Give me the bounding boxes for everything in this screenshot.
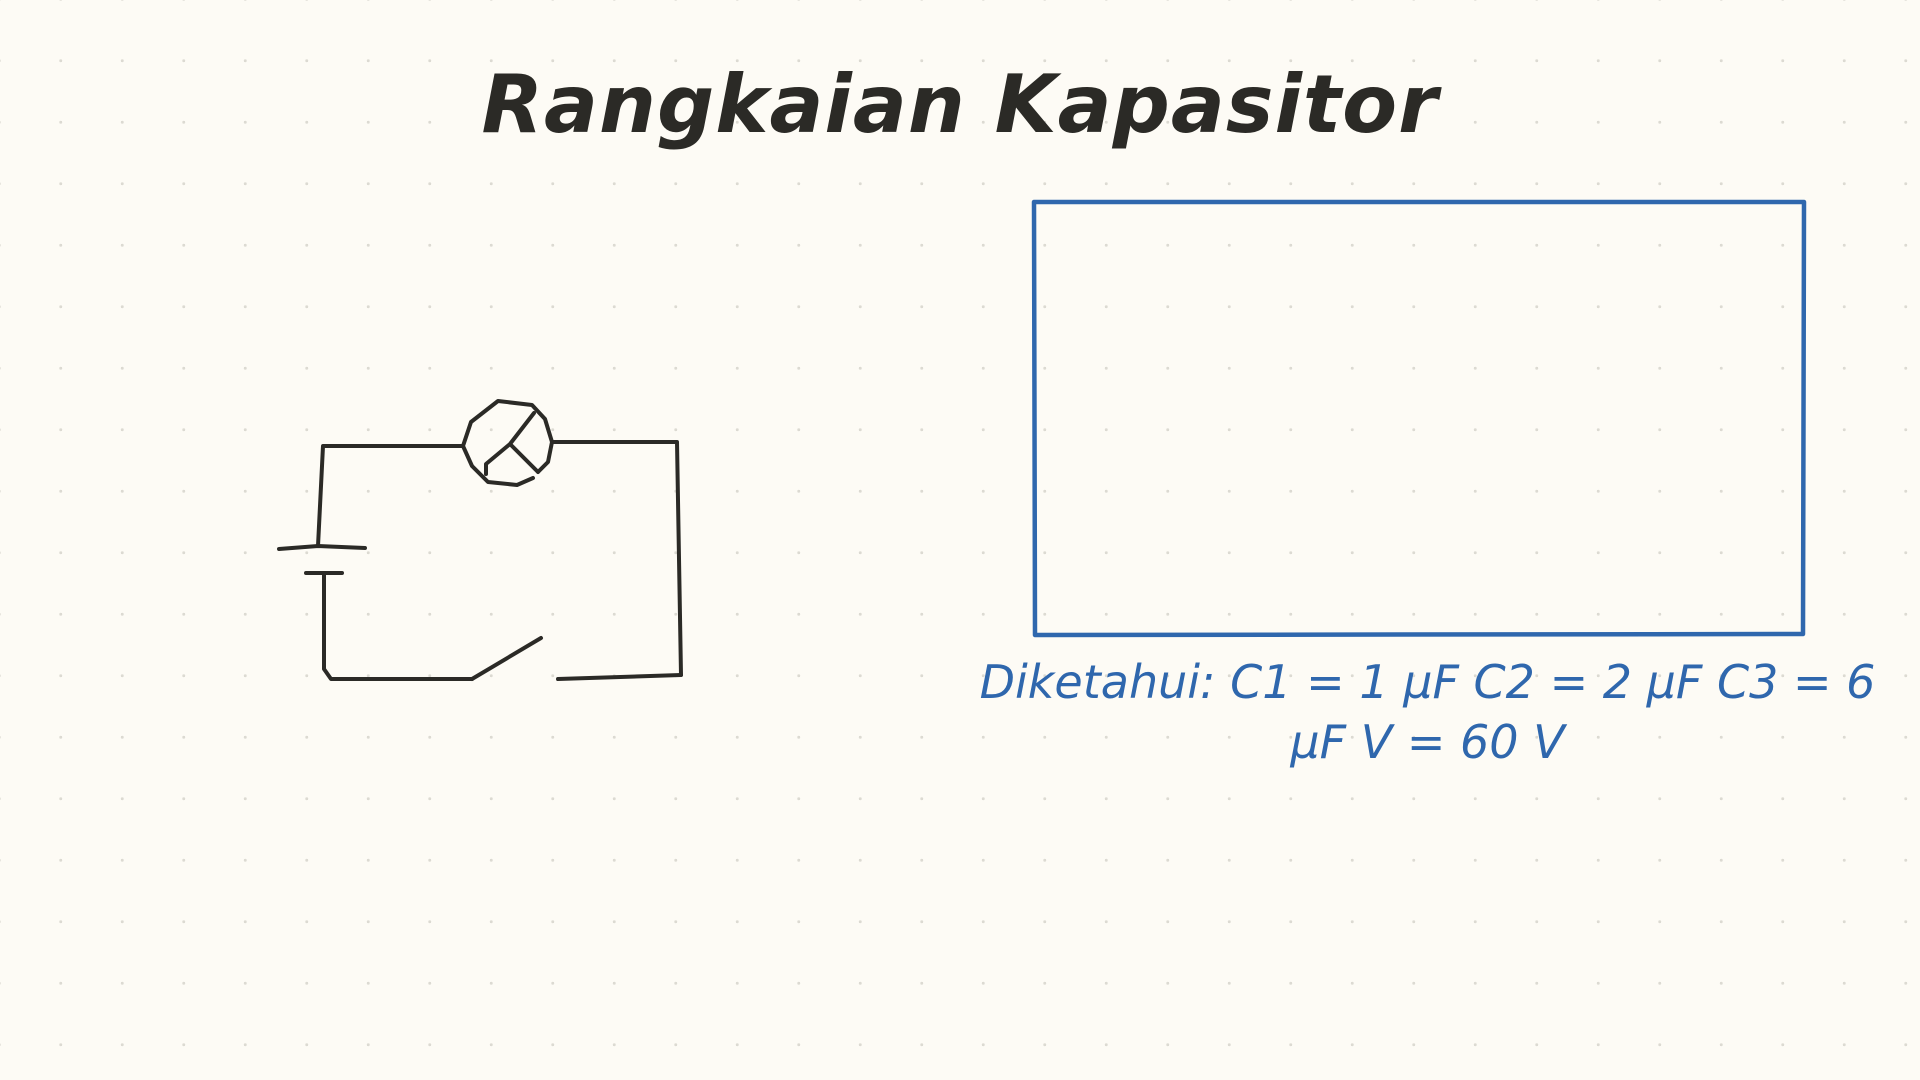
blue-rectangle[interactable] xyxy=(1031,199,1807,638)
circuit-diagram[interactable] xyxy=(277,399,683,681)
battery-icon[interactable] xyxy=(277,544,367,575)
wire-bottom-right xyxy=(556,673,683,681)
lamp-icon[interactable] xyxy=(461,399,554,487)
wire-bottom-left xyxy=(322,573,474,681)
lamp-filament xyxy=(484,411,540,476)
wire-right xyxy=(550,440,683,677)
lamp-body xyxy=(461,399,554,487)
wire-top-left xyxy=(316,444,465,548)
given-values-line-2: μF V = 60 V xyxy=(1290,715,1565,769)
page-title: Rangkaian Kapasitor xyxy=(481,58,1439,151)
given-values-note[interactable]: Diketahui: C1 = 1 μF C2 = 2 μF C3 = 6 μF… xyxy=(975,652,1880,772)
battery-positive-plate xyxy=(277,544,367,551)
given-values-line-1: Diketahui: C1 = 1 μF C2 = 2 μF C3 = 6 xyxy=(979,655,1876,709)
switch-icon[interactable] xyxy=(470,636,543,681)
